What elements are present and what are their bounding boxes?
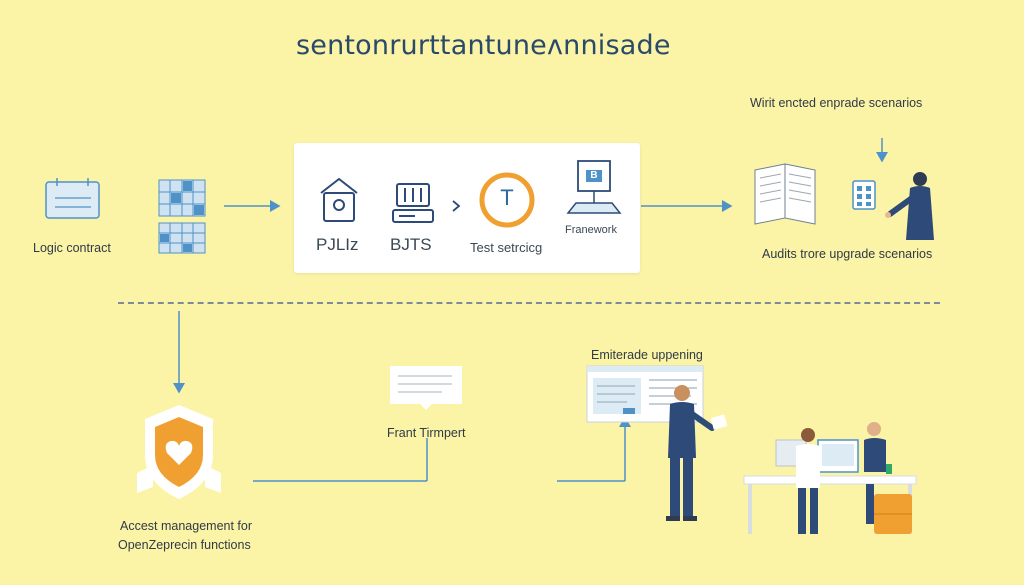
- panel-item2-label: BJTS: [390, 235, 432, 254]
- access-label-line1: Accest management for: [120, 519, 253, 533]
- emiterade-label: Emiterade uppening: [591, 348, 703, 362]
- tools-panel: PJLIz BJTS T Test setrcicg B Franework: [294, 143, 640, 273]
- right-top-label: Wirit encted enprade scenarios: [750, 96, 923, 110]
- presenter-person-illustration: [884, 170, 940, 247]
- logic-contract-label: Logic contract: [33, 241, 111, 255]
- desk-scene-illustration: [740, 420, 920, 545]
- keypad-icon: [852, 180, 876, 215]
- laptop-letter: B: [590, 170, 598, 181]
- birdhouse-icon: [317, 177, 361, 230]
- ring-icon: T: [478, 171, 538, 236]
- frant-label: Frant Tirmpert: [387, 426, 466, 440]
- calendar-icon: [45, 178, 101, 225]
- grid-icon: [158, 179, 207, 259]
- server-icon: [392, 183, 434, 230]
- chevron-right-icon: [451, 199, 461, 218]
- dashed-divider: [118, 302, 940, 304]
- access-label-line2: OpenZeprecin functions: [118, 538, 251, 552]
- document-icon: [390, 366, 464, 415]
- shield-heart-icon: [133, 403, 225, 508]
- diagram-title: sentonrurttantuneʌnnisade: [296, 30, 671, 61]
- ring-letter: T: [500, 185, 514, 210]
- audits-label: Audits trore upgrade scenarios: [762, 247, 933, 261]
- panel-item3-label: Test setrcicg: [470, 240, 543, 255]
- book-icon: [753, 160, 819, 229]
- panel-item4-label: Franework: [565, 224, 617, 236]
- panel-item1-label: PJLIz: [316, 235, 359, 254]
- laptop-icon: B: [566, 159, 622, 220]
- standing-person-illustration: [660, 384, 732, 529]
